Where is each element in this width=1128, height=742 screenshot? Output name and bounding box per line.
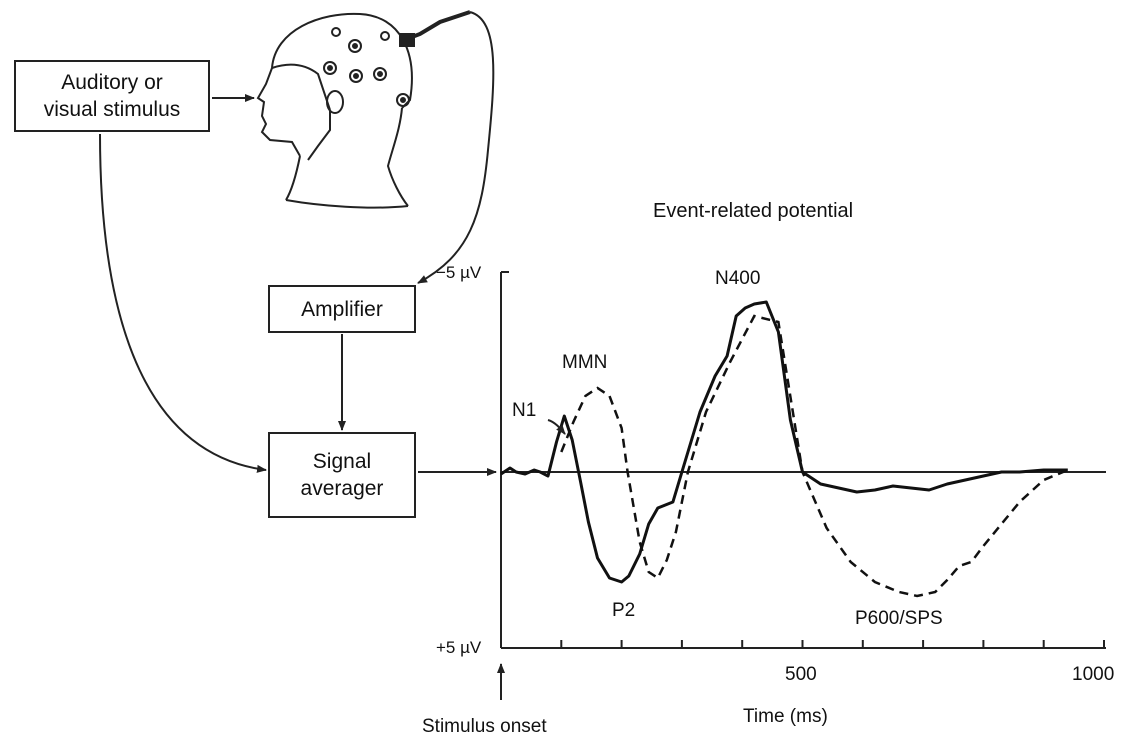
- x-axis-label: Time (ms): [743, 706, 828, 727]
- signal-averager-box: Signal averager: [268, 432, 416, 518]
- mmn-label: MMN: [562, 352, 608, 373]
- n1-label: N1: [512, 400, 537, 421]
- y-axis-bottom-label: +5 µV: [436, 638, 482, 657]
- erp-dashed-curve: [560, 314, 1069, 598]
- amplifier-box: Amplifier: [268, 285, 416, 333]
- averager-label-line1: Signal: [312, 450, 372, 473]
- averager-label-line2: averager: [300, 477, 384, 500]
- chart-title: Event-related potential: [653, 200, 854, 222]
- amplifier-label: Amplifier: [301, 297, 383, 321]
- stimulus-label-line2: visual stimulus: [43, 98, 181, 121]
- stimulus-to-averager-arrow: [99, 133, 267, 473]
- x-axis-ticks: [560, 640, 1105, 648]
- stimulus-box: Auditory or visual stimulus: [14, 60, 210, 132]
- x-tick-label-500: 500: [785, 664, 817, 685]
- p2-label: P2: [612, 600, 636, 621]
- y-axis-top-label: −5 µV: [436, 263, 482, 282]
- stimulus-onset-label: Stimulus onset: [422, 716, 547, 737]
- n1-pointer-arrow: [547, 419, 566, 435]
- cable-to-amplifier-arrow: [417, 11, 495, 284]
- erp-solid-curve: [500, 300, 1068, 584]
- x-tick-label-1000: 1000: [1072, 664, 1115, 685]
- p600-sps-label: P600/SPS: [855, 608, 943, 629]
- stimulus-label-line1: Auditory or: [61, 71, 163, 94]
- n400-label: N400: [715, 268, 761, 289]
- head-with-electrode-cap-icon: [256, 10, 471, 209]
